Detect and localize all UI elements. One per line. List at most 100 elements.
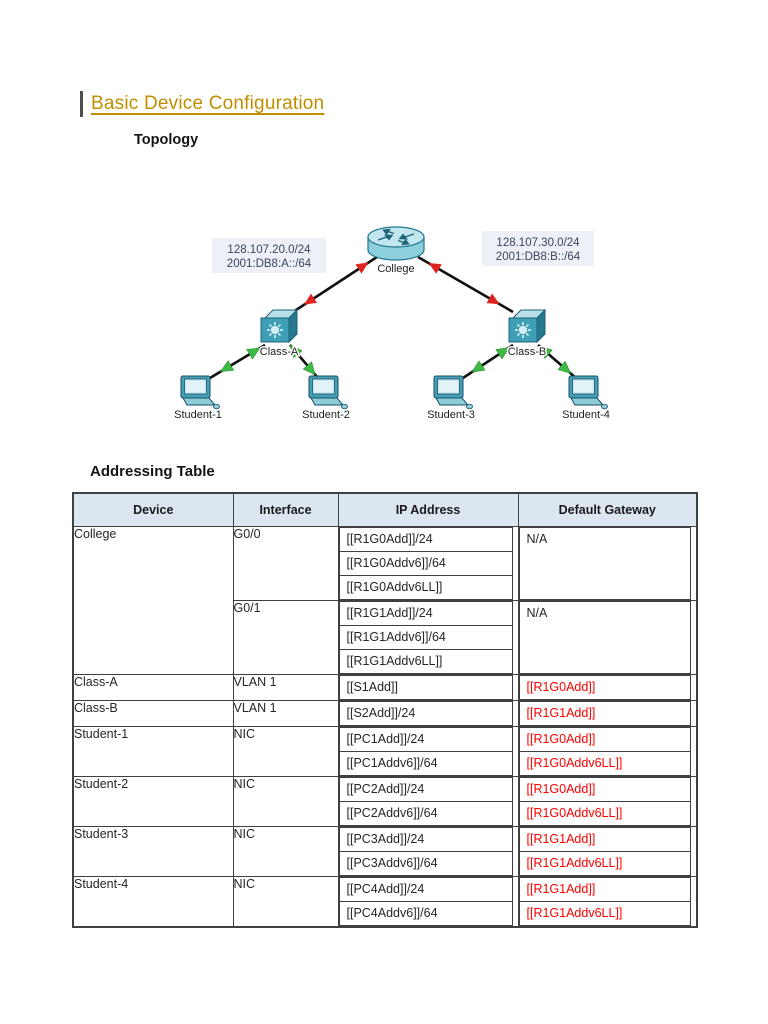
switch-b-label: Class-B xyxy=(508,346,547,358)
ip-address-value: [[R1G0Add]]/24 xyxy=(338,527,513,552)
topology-heading: Topology xyxy=(134,132,199,148)
switch-b-icon[interactable]: Class-B xyxy=(506,308,548,360)
column-header: Default Gateway xyxy=(517,492,698,527)
ip-address-cell: [[R1G0Add]]/24[[R1G0Addv6]]/64[[R1G0Addv… xyxy=(337,526,519,601)
ip-address-value: [[R1G1Addv6LL]] xyxy=(338,649,513,674)
default-gateway-cell: [[R1G1Add]][[R1G1Addv6LL]] xyxy=(517,876,698,928)
page-title-row: Basic Device Configuration xyxy=(80,91,324,117)
title-change-bar xyxy=(80,91,83,117)
router-icon[interactable]: College xyxy=(367,226,425,277)
default-gateway-cell: [[R1G0Add]][[R1G0Addv6LL]] xyxy=(517,726,698,777)
pc2-label: Student-2 xyxy=(302,409,350,421)
ip-address-value: [[S1Add]] xyxy=(338,675,513,700)
pc2-icon[interactable]: Student-2 xyxy=(301,375,351,423)
topology-diagram: 128.107.20.0/24 2001:DB8:A::/64 128.107.… xyxy=(173,226,611,423)
pc3-icon[interactable]: Student-3 xyxy=(426,375,476,423)
default-gateway-cell: N/A xyxy=(517,600,698,675)
default-gateway-value: [[R1G0Addv6LL]] xyxy=(518,801,691,826)
default-gateway-value: [[R1G0Add]] xyxy=(518,727,691,752)
green-triangle-icon xyxy=(246,347,261,360)
network-label-b: 128.107.30.0/24 2001:DB8:B::/64 xyxy=(482,231,594,266)
ip-address-value: [[PC4Addv6]]/64 xyxy=(338,901,513,926)
green-triangle-icon xyxy=(471,360,486,373)
default-gateway-cell: [[R1G0Add]][[R1G0Addv6LL]] xyxy=(517,776,698,827)
default-gateway-value: [[R1G0Add]] xyxy=(518,675,691,700)
interface-cell: NIC xyxy=(232,776,339,827)
device-cell: Class-A xyxy=(72,674,234,701)
column-header: IP Address xyxy=(337,492,519,527)
default-gateway-value: [[R1G1Addv6LL]] xyxy=(518,901,691,926)
green-triangle-icon xyxy=(219,360,235,373)
ip-address-value: [[PC2Addv6]]/64 xyxy=(338,801,513,826)
default-gateway-cell: [[R1G0Add]] xyxy=(517,674,698,701)
ip-address-cell: [[PC4Add]]/24[[PC4Addv6]]/64 xyxy=(337,876,519,928)
network-b-ipv6: 2001:DB8:B::/64 xyxy=(496,251,581,263)
interface-cell: NIC xyxy=(232,726,339,777)
red-triangle-icon xyxy=(486,293,500,305)
column-header: Interface xyxy=(232,492,339,527)
red-status-triangles xyxy=(303,262,500,305)
ip-address-cell: [[S1Add]] xyxy=(337,674,519,701)
network-a-ipv6: 2001:DB8:A::/64 xyxy=(227,258,312,270)
ip-address-value: [[PC3Addv6]]/64 xyxy=(338,851,513,876)
ip-address-value: [[R1G1Add]]/24 xyxy=(338,601,513,626)
default-gateway-value: N/A xyxy=(518,527,691,600)
addressing-table-heading: Addressing Table xyxy=(90,463,215,480)
green-status-triangles xyxy=(219,344,572,376)
device-cell: Student-4 xyxy=(72,876,234,928)
network-b-ipv4: 128.107.30.0/24 xyxy=(496,237,580,249)
ip-address-value: [[PC2Add]]/24 xyxy=(338,777,513,802)
device-cell: Class-B xyxy=(72,700,234,727)
device-cell: College xyxy=(72,526,234,675)
pc3-label: Student-3 xyxy=(427,409,475,421)
default-gateway-value: [[R1G1Add]] xyxy=(518,701,691,726)
network-a-ipv4: 128.107.20.0/24 xyxy=(227,244,311,256)
ip-address-value: [[R1G0Addv6]]/64 xyxy=(338,551,513,576)
default-gateway-cell: N/A xyxy=(517,526,698,601)
default-gateway-value: [[R1G1Addv6LL]] xyxy=(518,851,691,876)
ip-address-cell: [[R1G1Add]]/24[[R1G1Addv6]]/64[[R1G1Addv… xyxy=(337,600,519,675)
ip-address-cell: [[PC2Add]]/24[[PC2Addv6]]/64 xyxy=(337,776,519,827)
green-triangle-icon xyxy=(557,360,572,374)
ip-address-value: [[PC4Add]]/24 xyxy=(338,877,513,902)
page-title: Basic Device Configuration xyxy=(91,93,325,114)
ip-address-cell: [[S2Add]]/24 xyxy=(337,700,519,727)
interface-cell: NIC xyxy=(232,876,339,928)
red-triangle-icon xyxy=(355,262,369,274)
interface-cell: G0/1 xyxy=(232,600,339,675)
ip-address-value: [[S2Add]]/24 xyxy=(338,701,513,726)
ip-address-value: [[R1G1Addv6]]/64 xyxy=(338,625,513,650)
interface-cell: VLAN 1 xyxy=(232,674,339,701)
ip-address-value: [[PC1Addv6]]/64 xyxy=(338,751,513,776)
pc1-label: Student-1 xyxy=(174,409,222,421)
switch-a-icon[interactable]: Class-A xyxy=(258,308,300,360)
ip-address-value: [[PC3Add]]/24 xyxy=(338,827,513,852)
interface-cell: NIC xyxy=(232,826,339,877)
device-cell: Student-2 xyxy=(72,776,234,827)
ip-address-value: [[PC1Add]]/24 xyxy=(338,727,513,752)
switch-a-label: Class-A xyxy=(260,346,299,358)
ip-address-cell: [[PC1Add]]/24[[PC1Addv6]]/64 xyxy=(337,726,519,777)
device-cell: Student-1 xyxy=(72,726,234,777)
default-gateway-value: [[R1G1Add]] xyxy=(518,827,691,852)
interface-cell: G0/0 xyxy=(232,526,339,601)
green-triangle-icon xyxy=(539,345,553,359)
default-gateway-value: [[R1G0Add]] xyxy=(518,777,691,802)
default-gateway-value: N/A xyxy=(518,601,691,674)
table-row: G0/1[[R1G1Add]]/24[[R1G1Addv6]]/64[[R1G1… xyxy=(73,600,698,675)
pc1-icon[interactable]: Student-1 xyxy=(173,375,223,423)
green-triangle-icon xyxy=(495,347,510,360)
column-header: Device xyxy=(72,492,234,527)
ip-address-value: [[R1G0Addv6LL]] xyxy=(338,575,513,600)
router-label: College xyxy=(377,263,414,275)
pc4-icon[interactable]: Student-4 xyxy=(561,375,611,423)
